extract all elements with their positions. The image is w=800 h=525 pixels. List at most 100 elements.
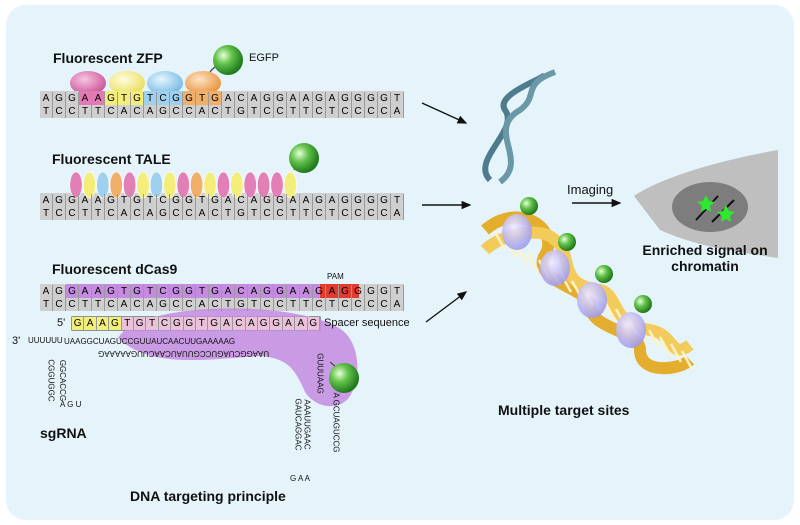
base-letter: C bbox=[183, 298, 196, 311]
base-letter: C bbox=[183, 105, 196, 118]
arrow-zfp bbox=[421, 102, 468, 124]
base-letter: A bbox=[222, 285, 235, 298]
base-letter: A bbox=[196, 207, 209, 220]
base-letter: G bbox=[105, 194, 118, 207]
base-letter: G bbox=[313, 92, 326, 105]
tale-repeat bbox=[283, 171, 297, 199]
arrow-dcas9 bbox=[425, 291, 468, 323]
dna-double-helix bbox=[480, 69, 695, 375]
three-prime-label: 3' bbox=[12, 335, 21, 347]
base-letter: C bbox=[261, 105, 274, 118]
principle-label: DNA targeting principle bbox=[130, 488, 286, 504]
base-letter: C bbox=[378, 105, 391, 118]
base-letter: G bbox=[66, 92, 79, 105]
base-letter: G bbox=[53, 194, 66, 207]
base-letter: C bbox=[274, 207, 287, 220]
spacer-letter: G bbox=[270, 317, 283, 330]
base-letter: A bbox=[391, 105, 404, 118]
base-letter: G bbox=[261, 285, 274, 298]
base-letter: C bbox=[352, 207, 365, 220]
base-letter: C bbox=[274, 298, 287, 311]
sgrna-tail: A G U bbox=[60, 400, 82, 409]
base-letter: T bbox=[79, 105, 92, 118]
base-letter: C bbox=[339, 298, 352, 311]
imaging-label: Imaging bbox=[567, 182, 614, 197]
pam-label: PAM bbox=[327, 272, 344, 281]
base-letter: A bbox=[248, 194, 261, 207]
base-letter: G bbox=[352, 92, 365, 105]
multiple-targets-label: Multiple target sites bbox=[498, 402, 630, 418]
base-letter: T bbox=[222, 298, 235, 311]
base-letter: G bbox=[378, 194, 391, 207]
base-pair bbox=[658, 336, 672, 356]
base-letter: G bbox=[365, 285, 378, 298]
base-pair bbox=[493, 231, 507, 251]
base-letter: A bbox=[196, 105, 209, 118]
base-letter: A bbox=[222, 92, 235, 105]
spacer-letter: C bbox=[233, 317, 246, 330]
base-letter: T bbox=[326, 105, 339, 118]
base-letter: A bbox=[79, 92, 92, 105]
base-letter: T bbox=[326, 298, 339, 311]
egfp-ball-bound bbox=[595, 265, 613, 283]
base-letter: G bbox=[274, 92, 287, 105]
bound-dcas9 bbox=[616, 312, 646, 348]
bound-dcas9 bbox=[577, 282, 607, 318]
tale-repeat bbox=[203, 171, 217, 199]
base-letter: C bbox=[157, 194, 170, 207]
base-letter: A bbox=[144, 105, 157, 118]
base-letter: A bbox=[222, 194, 235, 207]
spacer-letter: A bbox=[220, 317, 234, 330]
base-letter: G bbox=[378, 285, 391, 298]
base-letter: A bbox=[287, 285, 300, 298]
base-letter: A bbox=[287, 194, 300, 207]
base-letter: G bbox=[235, 298, 248, 311]
base-letter: C bbox=[209, 298, 222, 311]
base-letter: G bbox=[365, 194, 378, 207]
base-letter: C bbox=[170, 207, 183, 220]
base-letter: C bbox=[378, 207, 391, 220]
base-letter: C bbox=[339, 207, 352, 220]
base-letter: G bbox=[157, 105, 170, 118]
base-letter: T bbox=[196, 92, 209, 105]
sgrna-stem-4: GUUUAAG bbox=[315, 353, 325, 394]
base-letter: G bbox=[170, 194, 183, 207]
sgrna-hairpin-1: GGCACCG bbox=[58, 359, 68, 402]
bound-dcas9 bbox=[540, 250, 570, 286]
base-letter: C bbox=[378, 298, 391, 311]
base-letter: G bbox=[313, 285, 326, 298]
base-letter: T bbox=[287, 207, 300, 220]
base-letter: A bbox=[144, 298, 157, 311]
tale-repeat bbox=[243, 171, 257, 199]
base-letter: T bbox=[196, 285, 209, 298]
base-letter: C bbox=[365, 207, 378, 220]
base-letter: T bbox=[40, 105, 53, 118]
egfp-ball bbox=[213, 45, 243, 75]
base-letter: T bbox=[118, 194, 131, 207]
tale-repeat bbox=[123, 171, 137, 199]
base-letter: T bbox=[144, 285, 157, 298]
spacer-letter: A bbox=[295, 317, 308, 330]
egfp-ball-bound bbox=[520, 197, 538, 215]
spacer-letter: G bbox=[109, 317, 122, 330]
base-letter: T bbox=[287, 105, 300, 118]
zinc-finger-2 bbox=[109, 71, 145, 95]
egfp-ball-dcas9 bbox=[329, 363, 359, 393]
base-letter: G bbox=[274, 285, 287, 298]
base-letter: C bbox=[170, 105, 183, 118]
base-letter: C bbox=[157, 92, 170, 105]
tale-repeats bbox=[69, 143, 319, 199]
spacer-letter: G bbox=[171, 317, 184, 330]
base-letter: C bbox=[313, 105, 326, 118]
dcas9-title: Fluorescent dCas9 bbox=[52, 261, 178, 277]
base-letter: A bbox=[40, 92, 53, 105]
base-letter: G bbox=[53, 285, 66, 298]
base-letter: G bbox=[352, 194, 365, 207]
egfp-ball-bound bbox=[634, 295, 652, 313]
base-letter: A bbox=[92, 285, 105, 298]
base-letter: G bbox=[209, 285, 222, 298]
egfp-label: EGFP bbox=[249, 52, 279, 64]
sgrna-label: sgRNA bbox=[40, 425, 87, 441]
bound-dcas9 bbox=[502, 214, 532, 250]
base-letter: G bbox=[365, 92, 378, 105]
